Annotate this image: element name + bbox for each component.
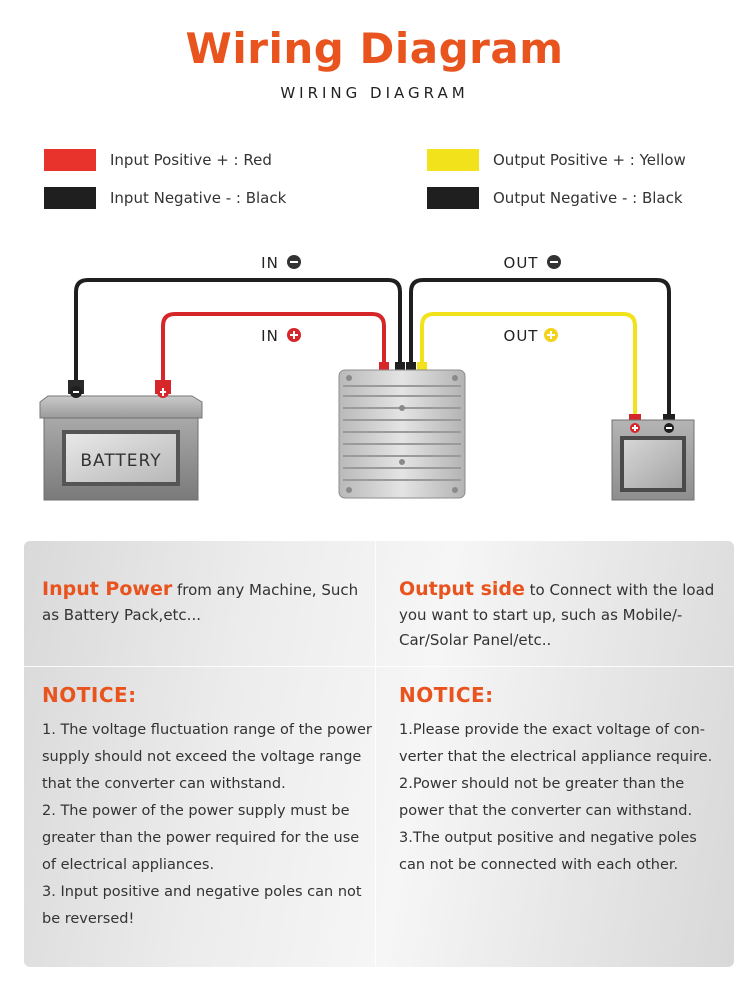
load-device bbox=[611, 414, 695, 501]
input-side-description: Input Power from any Machine, Such as Ba… bbox=[42, 577, 372, 628]
notice-left-title: NOTICE: bbox=[42, 683, 137, 707]
legend-swatch-red bbox=[44, 149, 96, 171]
page-title: Wiring Diagram bbox=[185, 24, 564, 73]
legend-output-negative: Output Negative - : Black bbox=[427, 187, 683, 209]
label-in-negative: IN bbox=[261, 254, 301, 272]
battery: BATTERY bbox=[39, 380, 203, 501]
legend-swatch-black bbox=[44, 187, 96, 209]
legend-swatch-yellow bbox=[427, 149, 479, 171]
input-power-heading: Input Power bbox=[42, 578, 173, 600]
output-side-heading: Output side bbox=[399, 578, 525, 600]
notice-right-item: 1.Please provide the exact voltage of co… bbox=[399, 722, 713, 765]
wire-input-positive bbox=[161, 312, 386, 390]
legend-label: Input Negative - : Black bbox=[110, 189, 287, 207]
notice-left-item: 1. The voltage fluctuation range of the … bbox=[42, 722, 372, 792]
notice-right-item: 3.The output positive and negative poles… bbox=[399, 830, 697, 873]
info-panel: Input Power from any Machine, Such as Ba… bbox=[24, 541, 734, 967]
legend-input-positive: Input Positive + : Red bbox=[44, 149, 272, 171]
panel-separator bbox=[24, 666, 734, 667]
out-positive-text: OUT bbox=[504, 327, 539, 345]
legend-label: Output Positive + : Yellow bbox=[493, 151, 686, 169]
legend-output-positive: Output Positive + : Yellow bbox=[427, 149, 686, 171]
notice-right-item: 2.Power should not be greater than the p… bbox=[399, 776, 693, 819]
wire-output-positive bbox=[420, 312, 637, 420]
battery-label: BATTERY bbox=[80, 451, 161, 471]
output-side-text: to Connect with the load you want to sta… bbox=[399, 581, 715, 649]
wire-input-negative bbox=[74, 278, 402, 390]
notice-left-item: 3. Input positive and negative poles can… bbox=[42, 884, 362, 927]
wiring-diagram: IN IN OUT OUT BATTERY bbox=[39, 254, 695, 501]
out-negative-text: OUT bbox=[504, 254, 539, 272]
in-negative-text: IN bbox=[261, 254, 279, 272]
legend-label: Output Negative - : Black bbox=[493, 189, 683, 207]
converter bbox=[338, 362, 466, 499]
notice-left: NOTICE: 1. The voltage fluctuation range… bbox=[42, 683, 372, 933]
label-in-positive: IN bbox=[261, 327, 301, 345]
input-power-text: from any Machine, Such as Battery Pack,e… bbox=[42, 581, 359, 624]
page-subtitle: WIRING DIAGRAM bbox=[280, 84, 469, 102]
in-positive-text: IN bbox=[261, 327, 279, 345]
label-out-positive: OUT bbox=[504, 327, 558, 345]
notice-right: NOTICE: 1.Please provide the exact volta… bbox=[399, 683, 714, 879]
panel-divider bbox=[375, 541, 376, 967]
legend-label: Input Positive + : Red bbox=[110, 151, 272, 169]
notice-right-title: NOTICE: bbox=[399, 683, 494, 707]
output-side-description: Output side to Connect with the load you… bbox=[399, 577, 719, 653]
label-out-negative: OUT bbox=[504, 254, 561, 272]
notice-left-item: 2. The power of the power supply must be… bbox=[42, 803, 360, 873]
wire-output-negative bbox=[409, 278, 671, 420]
legend-input-negative: Input Negative - : Black bbox=[44, 187, 286, 209]
legend-swatch-black bbox=[427, 187, 479, 209]
